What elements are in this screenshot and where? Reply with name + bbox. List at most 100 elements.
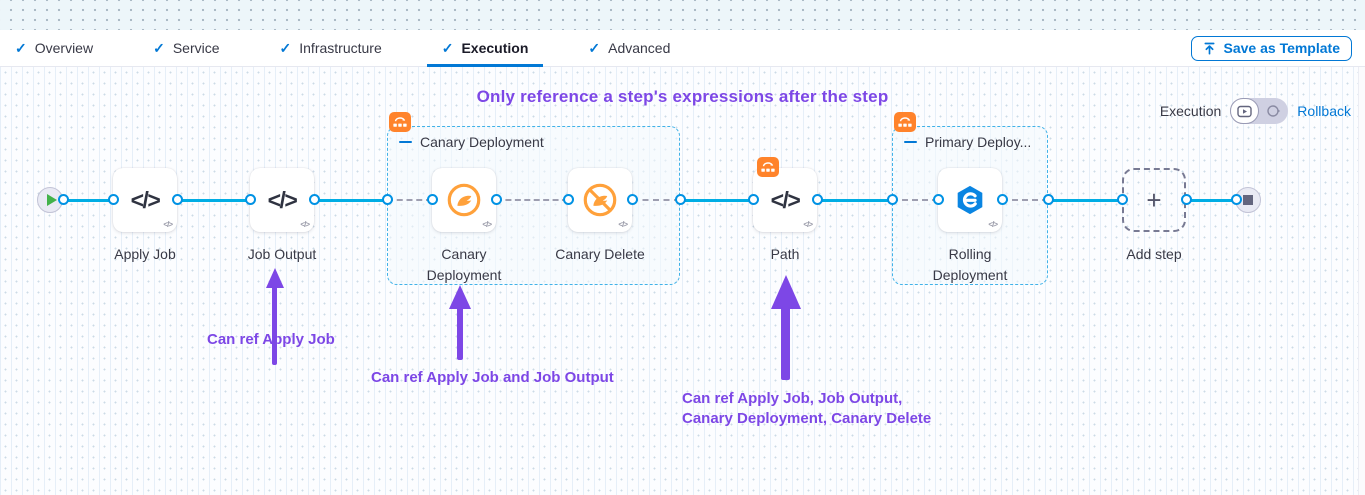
- link-point: [382, 194, 393, 205]
- looping-strategy-badge[interactable]: [389, 112, 411, 132]
- flow-line: [50, 199, 113, 202]
- pipeline-canvas: Only reference a step's expressions afte…: [0, 67, 1365, 495]
- execution-rollback-toggle: [1230, 98, 1289, 124]
- link-point: [427, 194, 438, 205]
- canary-icon: [447, 183, 481, 217]
- plus-icon: +: [1146, 184, 1162, 215]
- flow-line: [1186, 199, 1236, 202]
- script-corner-icon: </>: [300, 220, 310, 229]
- step-label: Job Output: [247, 246, 317, 262]
- flow-line-dashed: [1002, 199, 1048, 201]
- rollback-toggle-button[interactable]: [1259, 98, 1288, 124]
- tab-label: Infrastructure: [299, 40, 382, 56]
- link-point: [887, 194, 898, 205]
- step-label: Canary Deployment: [426, 246, 502, 283]
- annotation-text-line: Canary Deployment, Canary Delete: [682, 409, 932, 427]
- tab-advanced[interactable]: ✓ Advanced: [573, 30, 685, 66]
- step-rolling-deployment[interactable]: </>: [938, 168, 1002, 232]
- rollback-icon: [1267, 105, 1281, 117]
- check-icon: ✓: [153, 39, 165, 56]
- step-label: Apply Job: [114, 246, 176, 262]
- looping-strategy-badge[interactable]: [757, 157, 779, 177]
- step-label: Rolling Deployment: [932, 246, 1008, 283]
- collapse-minus-icon[interactable]: [904, 140, 917, 144]
- flow-line-dashed: [496, 199, 568, 201]
- link-point: [491, 194, 502, 205]
- save-as-template-button[interactable]: Save as Template: [1190, 35, 1352, 61]
- flow-line-dashed: [892, 199, 938, 201]
- link-point: [563, 194, 574, 205]
- execution-mode-label: Execution: [1159, 103, 1222, 119]
- link-point: [997, 194, 1008, 205]
- upload-icon: [1204, 42, 1215, 55]
- looping-strategy-badge[interactable]: [894, 112, 916, 132]
- link-point: [245, 194, 256, 205]
- annotation-arrow: [449, 285, 471, 309]
- rolling-deployment-icon: [957, 185, 983, 215]
- link-point: [309, 194, 320, 205]
- link-point: [108, 194, 119, 205]
- group-header[interactable]: Canary Deployment: [399, 134, 544, 150]
- step-label: Add step: [1126, 246, 1182, 262]
- step-canary-deployment[interactable]: </>: [432, 168, 496, 232]
- rolling-strategy-icon: [898, 117, 912, 127]
- tab-label: Advanced: [608, 40, 671, 56]
- annotation-arrow: [266, 268, 284, 288]
- link-point: [1117, 194, 1128, 205]
- annotation-heading: Only reference a step's expressions afte…: [476, 87, 889, 106]
- group-title: Canary Deployment: [420, 134, 544, 150]
- annotation-text: Can ref Apply Job and Job Output: [371, 369, 614, 386]
- group-title: Primary Deploy...: [925, 134, 1032, 150]
- annotation-arrow: [771, 275, 801, 309]
- canvas-top-strip: [0, 0, 1365, 30]
- step-path[interactable]: </> </>: [753, 168, 817, 232]
- rolling-strategy-icon: [393, 117, 407, 127]
- flow-line-dashed: [632, 199, 680, 201]
- link-point: [812, 194, 823, 205]
- pipeline-start-node: [37, 187, 63, 213]
- step-canary-delete[interactable]: </>: [568, 168, 632, 232]
- script-corner-icon: </>: [803, 220, 813, 229]
- tab-service[interactable]: ✓ Service: [138, 30, 234, 66]
- play-icon: [46, 194, 57, 206]
- tab-infrastructure[interactable]: ✓ Infrastructure: [265, 30, 397, 66]
- flow-line: [314, 199, 387, 202]
- flow-line: [817, 199, 892, 202]
- link-point: [675, 194, 686, 205]
- rollback-link[interactable]: Rollback: [1297, 103, 1351, 119]
- script-corner-icon: </>: [163, 220, 173, 229]
- tab-label: Execution: [461, 40, 529, 56]
- collapse-minus-icon[interactable]: [399, 140, 412, 144]
- link-point: [58, 194, 69, 205]
- code-icon: </>: [267, 186, 298, 213]
- flow-line: [1048, 199, 1122, 202]
- link-point: [933, 194, 944, 205]
- step-apply-job[interactable]: </> </>: [113, 168, 177, 232]
- tab-label: Overview: [34, 40, 94, 56]
- stage-tabs: ✓ Overview ✓ Service ✓ Infrastructure ✓ …: [0, 30, 715, 67]
- stop-icon: [1243, 195, 1253, 205]
- script-corner-icon: </>: [482, 220, 492, 229]
- add-step-button[interactable]: +: [1122, 168, 1186, 232]
- group-header[interactable]: Primary Deploy...: [904, 134, 1031, 150]
- tab-label: Service: [172, 40, 220, 56]
- execution-toggle-button[interactable]: [1230, 98, 1260, 124]
- execution-icon: [1237, 105, 1252, 117]
- step-job-output[interactable]: </> </>: [250, 168, 314, 232]
- code-icon: </>: [130, 186, 161, 213]
- flow-line: [177, 199, 250, 202]
- annotation-arrow-shaft: [272, 286, 277, 365]
- vertical-scrollbar[interactable]: [1358, 67, 1365, 495]
- check-icon: ✓: [441, 39, 454, 56]
- annotation-arrow-shaft: [781, 307, 790, 380]
- tab-overview[interactable]: ✓ Overview: [0, 30, 108, 66]
- link-point: [627, 194, 638, 205]
- code-icon: </>: [770, 186, 801, 213]
- annotation-arrow-shaft: [457, 307, 463, 360]
- execution-mode-row: Execution Rollback: [1160, 98, 1351, 124]
- annotation-text-line: Can ref Apply Job, Job Output,: [682, 390, 903, 407]
- tab-execution[interactable]: ✓ Execution: [426, 30, 544, 67]
- annotation-text: Can ref Apply Job: [207, 331, 335, 348]
- stage-tabbar: ✓ Overview ✓ Service ✓ Infrastructure ✓ …: [0, 30, 1365, 67]
